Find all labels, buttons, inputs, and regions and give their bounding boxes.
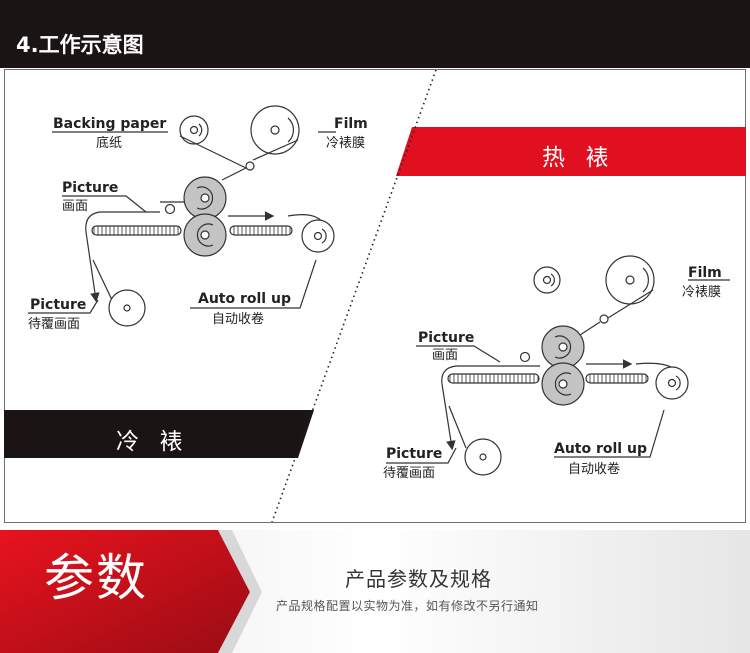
picture-label-en: Picture [62,180,119,196]
hot-film-roll [605,255,655,305]
hot-right-belt [585,373,649,384]
cold-laminate-ribbon-label: 冷 裱 [116,429,185,455]
left-belt [91,225,182,236]
backing-paper-label-en: Backing paper [53,116,167,132]
hot-film-label-en: Film [688,265,722,281]
auto-roll-up-label-en: Auto roll up [198,291,291,307]
params-title: 参数 [44,549,148,607]
hot-picture-in-label-cn: 待覆画面 [383,466,436,481]
film-label-cn: 冷裱膜 [326,136,366,151]
hot-picture-supply-roll [464,438,502,476]
cold-ribbon-background [4,410,314,458]
right-belt [229,225,293,236]
section-title: 4.工作示意图 [16,33,144,57]
auto-roll-up-roll [301,219,335,253]
hot-auto-roll-up-label-en: Auto roll up [554,441,647,457]
picture-in-label-cn: 待覆画面 [28,317,81,332]
section-header-bar: 4.工作示意图 [0,0,750,68]
hot-picture-in-label-en: Picture [386,446,443,462]
params-red-tag-shadow [218,530,262,653]
picture-in-label-en: Picture [30,297,87,313]
film-roll [250,105,300,155]
picture-supply-roll [108,289,146,327]
film-label-en: Film [334,116,368,132]
diagram-panel [4,69,746,523]
backing-paper-label-cn: 底纸 [96,136,123,151]
spec-note: 产品规格配置以实物为准，如有修改不另行通知 [276,599,539,613]
hot-left-belt [447,373,540,384]
hot-picture-label-cn: 画面 [432,348,459,363]
hot-upper-small-roll [533,266,561,294]
hot-picture-label-en: Picture [418,330,475,346]
backing-paper-roll [179,115,209,145]
cold-diagram [28,105,336,327]
params-red-tag [0,530,250,653]
auto-roll-up-label-cn: 自动收卷 [212,312,265,327]
hot-ribbon-background [396,127,746,176]
hot-film-label-cn: 冷裱膜 [682,285,722,300]
spec-heading: 产品参数及规格 [345,567,492,591]
hot-diagram [386,255,730,476]
hot-laminate-ribbon-label: 热 裱 [542,145,611,171]
hot-auto-roll-up-label-cn: 自动收卷 [568,462,621,477]
picture-label-cn: 画面 [62,199,89,214]
divider-line [271,69,437,523]
hot-auto-roll-up-roll [655,366,689,400]
